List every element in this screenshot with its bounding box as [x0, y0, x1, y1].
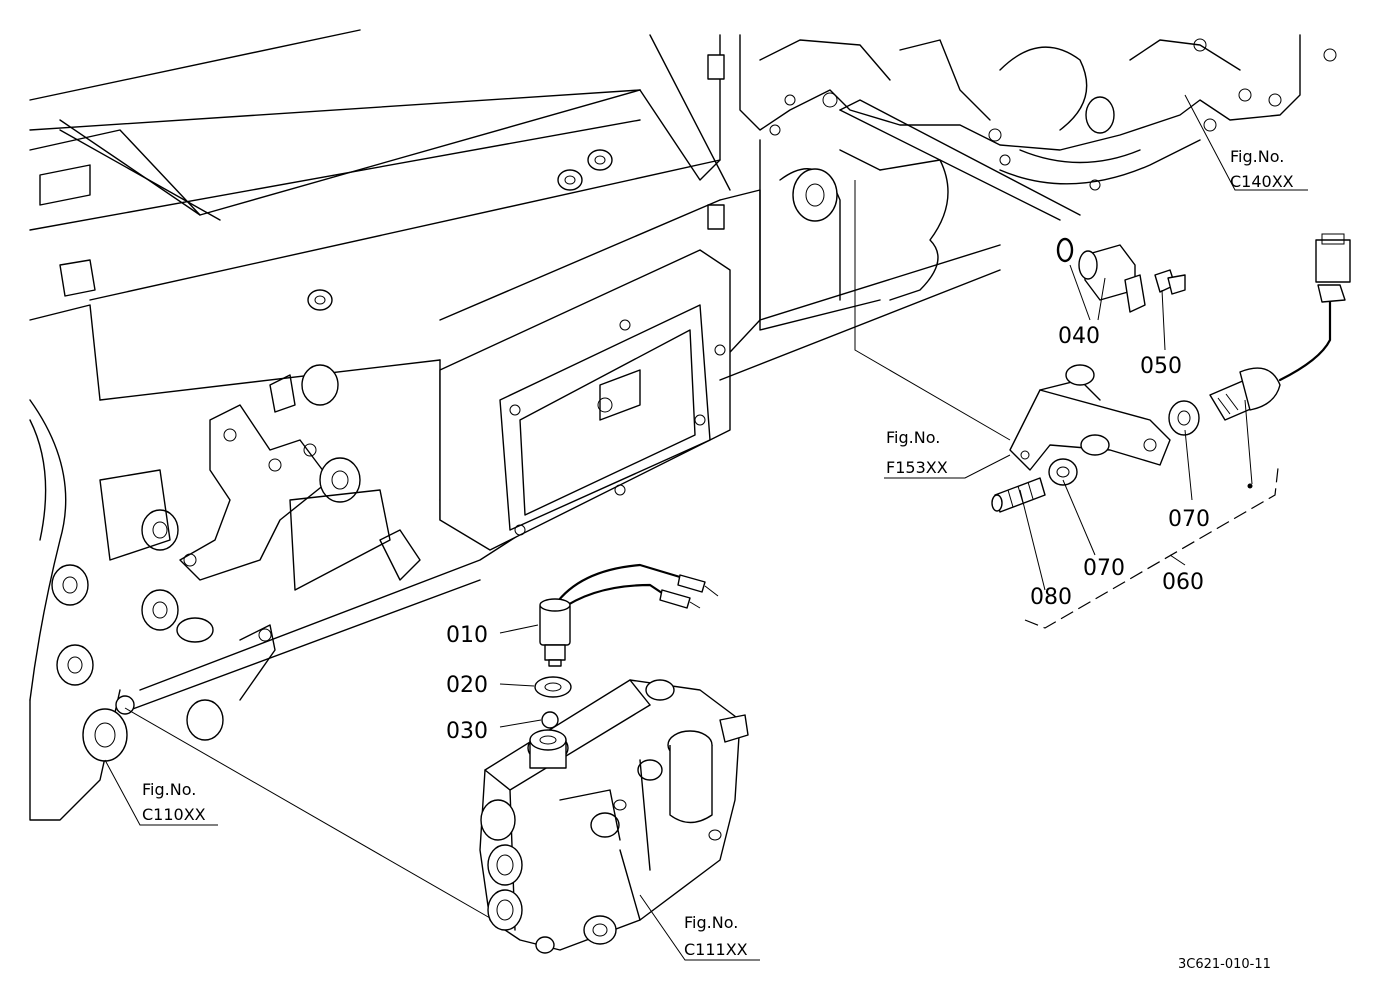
- callout-080: 080: [1030, 585, 1072, 610]
- sensor-040-assembly: [1056, 237, 1186, 351]
- fig-ref-c111-line1: Fig.No.: [684, 913, 738, 932]
- c140-leader: [1184, 94, 1308, 191]
- fig-ref-c140-line2: C140XX: [1230, 172, 1294, 191]
- callout-040: 040: [1058, 324, 1100, 349]
- switch-060-assembly: [854, 180, 1351, 629]
- upper-housing: [719, 34, 1337, 381]
- valve-block: [479, 679, 749, 954]
- callout-020: 020: [446, 673, 488, 698]
- fig-ref-f153-line1: Fig.No.: [886, 428, 940, 447]
- callout-010: 010: [446, 623, 488, 648]
- c111-leader: [639, 894, 760, 961]
- fig-ref-c140-line1: Fig.No.: [1230, 147, 1284, 166]
- callout-050: 050: [1140, 354, 1182, 379]
- c110-leader: [104, 759, 218, 826]
- f153-leader: [884, 454, 1011, 479]
- fig-ref-f153-line2: F153XX: [886, 458, 948, 477]
- fig-ref-c110-line2: C110XX: [142, 805, 206, 824]
- callout-060: 060: [1162, 570, 1204, 595]
- callout-070-right: 070: [1168, 507, 1210, 532]
- fig-ref-c111-line2: C111XX: [684, 940, 748, 959]
- callout-070-left: 070: [1083, 556, 1125, 581]
- reference-line: [124, 707, 491, 919]
- fig-ref-c110-line1: Fig.No.: [142, 780, 196, 799]
- transmission-case: [29, 29, 761, 821]
- switch-010-assembly: [499, 563, 719, 729]
- drawing-id: 3C621-010-11: [1178, 957, 1271, 972]
- callout-030: 030: [446, 719, 488, 744]
